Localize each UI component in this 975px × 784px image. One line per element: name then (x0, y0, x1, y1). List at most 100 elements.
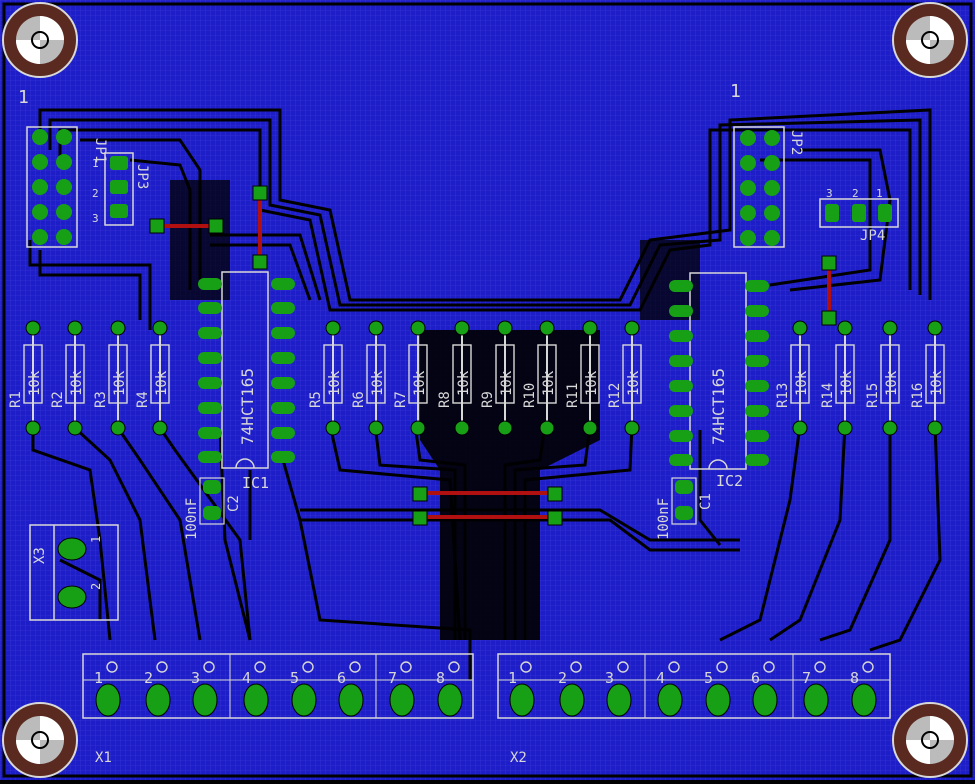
vias (149, 185, 837, 526)
resistor-pad (539, 420, 555, 436)
jp3-jumper[interactable]: 1 2 3 JP3 (92, 152, 150, 226)
x1-pin-label: 4 (242, 669, 251, 687)
trace (48, 118, 922, 307)
x1-pin-marker (254, 661, 266, 673)
x1-pin-marker (448, 661, 460, 673)
ic2-value: 74HCT165 (709, 368, 728, 445)
x1-pin-label: 1 (94, 669, 103, 687)
resistor-value: 10k (112, 370, 128, 396)
mount-hole-bottom-left (2, 702, 78, 778)
x2-pin-label: 5 (704, 669, 713, 687)
c1-label: C1 (698, 493, 714, 510)
resistor-pad (582, 420, 598, 436)
resistor-pad (368, 320, 384, 336)
trace (769, 424, 847, 642)
x1-pad (437, 683, 463, 717)
resistor-name: R6 (351, 391, 367, 408)
c2-label: C2 (226, 495, 242, 512)
pin1-marker-right: 1 (730, 81, 741, 102)
ic1-chip[interactable]: 74HCT165 IC1 (198, 271, 295, 492)
x1-pad (95, 683, 121, 717)
trace-bundle-ic2-top (640, 240, 700, 320)
resistor-pad (837, 320, 853, 336)
resistor-name: R15 (865, 383, 881, 408)
trace (503, 424, 547, 640)
resistor-value: 10k (499, 370, 515, 396)
ic2-chip[interactable]: 74HCT165 IC2 (669, 272, 769, 490)
resistor-value: 10k (456, 370, 472, 396)
resistor-body (452, 344, 472, 404)
resistor-body (108, 344, 128, 404)
resistor-pad (325, 420, 341, 436)
jp1-header[interactable]: JP1 (26, 126, 108, 248)
x1-pin-marker (400, 661, 412, 673)
trace (281, 459, 472, 680)
x1-pad (145, 683, 171, 717)
trace (210, 233, 322, 301)
via (821, 255, 837, 271)
jp2-header[interactable]: JP2 (733, 126, 804, 248)
resistor-pad (25, 320, 41, 336)
trace (59, 558, 102, 620)
resistor-pad (837, 420, 853, 436)
resistor-pad (624, 320, 640, 336)
ic1-pads (198, 278, 295, 463)
trace (373, 424, 457, 640)
x2-pin-marker (814, 661, 826, 673)
resistor-group: 10kR110kR210kR310kR410kR510kR610kR710kR8… (8, 320, 945, 436)
jp4-jumper[interactable]: 3 2 1 JP4 (819, 187, 899, 244)
jp2-label: JP2 (788, 130, 804, 155)
x3-terminal[interactable]: X3 1 2 (29, 524, 119, 621)
x2-pin-marker (520, 661, 532, 673)
trace (73, 426, 157, 641)
trace (158, 427, 252, 641)
x2-pad (657, 683, 683, 717)
c2-capacitor[interactable]: 100nF C2 (184, 477, 242, 540)
trace (869, 424, 942, 652)
x2-pin-label: 7 (802, 669, 811, 687)
resistor-name: R9 (480, 391, 496, 408)
trace-group (28, 108, 942, 680)
resistor-pad (152, 420, 168, 436)
resistor-name: R14 (820, 383, 836, 408)
resistor-body (835, 344, 855, 404)
x1-pad (243, 683, 269, 717)
mount-hole-top-left (2, 2, 78, 78)
x1-pad (389, 683, 415, 717)
ic1-value: 74HCT165 (238, 368, 257, 445)
ic2-pads (669, 280, 769, 466)
x2-pin-marker (570, 661, 582, 673)
jp4-label: JP4 (860, 228, 885, 244)
resistor-pad (410, 320, 426, 336)
c1-capacitor[interactable]: 100nF C1 (656, 477, 714, 540)
pin1-marker-left: 1 (18, 87, 29, 108)
resistor-name: R16 (910, 383, 926, 408)
x1-pin-label: 2 (144, 669, 153, 687)
trace (698, 430, 722, 546)
via (547, 510, 563, 526)
resistor-value: 10k (929, 370, 945, 396)
trace (523, 424, 634, 640)
resistor-name: R13 (775, 383, 791, 408)
resistor-pad (624, 420, 640, 436)
resistor-pad (25, 420, 41, 436)
